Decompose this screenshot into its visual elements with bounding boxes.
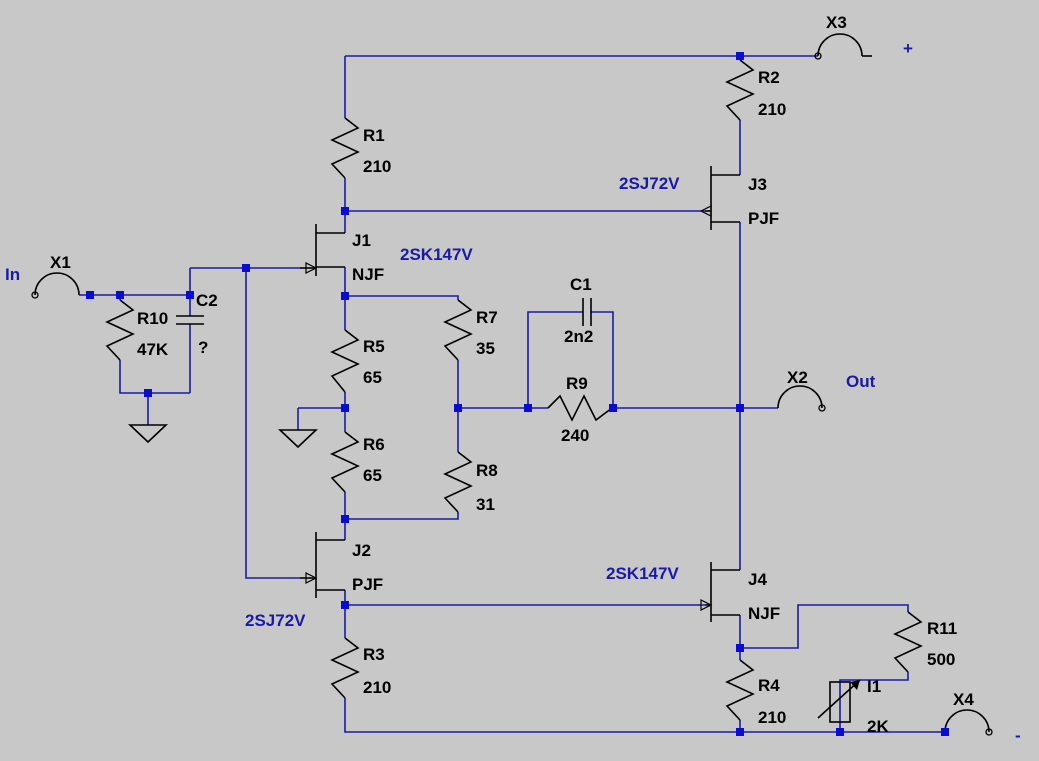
i1-ref-label: I1 (867, 677, 881, 696)
component-labels: R1 210 R2 210 R5 65 R6 65 R7 35 R8 31 R9… (137, 68, 957, 736)
r7-value-label: 35 (476, 339, 495, 358)
capacitors (176, 298, 592, 326)
resistor-r2-symbol (725, 59, 755, 121)
r2-value-label: 210 (758, 100, 786, 119)
ground-symbol-mid (277, 429, 319, 449)
resistor-r4-symbol (725, 659, 755, 721)
jfet-j4-symbol (700, 562, 740, 622)
r9-value-label: 240 (561, 426, 589, 445)
resistor-r6-symbol (330, 431, 360, 493)
j3-type-label: PJF (748, 209, 779, 228)
resistors (105, 59, 923, 721)
r1-value-label: 210 (363, 157, 391, 176)
port-labels: X1 In X2 Out X3 + X4 - (5, 13, 1021, 745)
r3-ref-label: R3 (363, 645, 385, 664)
current-source-i1-symbol (817, 679, 861, 723)
r6-ref-label: R6 (363, 435, 385, 454)
ground-symbol-input (127, 424, 169, 444)
r9-ref-label: R9 (566, 374, 588, 393)
r8-value-label: 31 (476, 495, 495, 514)
port-x2-symbol[interactable] (777, 385, 826, 412)
r11-value-label: 500 (927, 650, 955, 669)
resistor-r1-symbol (330, 117, 360, 179)
c1-ref-label: C1 (570, 275, 592, 294)
jfet-j2-symbol (300, 532, 345, 598)
r4-value-label: 210 (758, 708, 786, 727)
resistor-r5-symbol (330, 329, 360, 393)
j3-ref-label: J3 (748, 175, 767, 194)
x3-ref-label: X3 (826, 13, 847, 32)
jfet-j1-symbol (300, 224, 345, 276)
resistor-r9-symbol (547, 394, 613, 422)
resistor-r10-symbol (105, 299, 135, 361)
x2-port-label: Out (846, 372, 876, 391)
j4-type-label: NJF (748, 604, 780, 623)
r2-ref-label: R2 (758, 68, 780, 87)
j2-type-label: PJF (352, 575, 383, 594)
j1-type-label: NJF (352, 265, 384, 284)
resistor-r8-symbol (443, 451, 473, 513)
resistor-r11-symbol (893, 611, 923, 673)
x4-ref-label: X4 (953, 690, 974, 709)
i1-value-label: 2K (867, 717, 889, 736)
resistor-r3-symbol (330, 637, 360, 699)
r1-ref-label: R1 (363, 126, 385, 145)
x3-port-label: + (903, 39, 913, 58)
r5-ref-label: R5 (363, 337, 385, 356)
j2-ref-label: J2 (352, 541, 371, 560)
r10-ref-label: R10 (137, 309, 168, 328)
x1-ref-label: X1 (50, 253, 71, 272)
x1-port-label: In (5, 265, 20, 284)
j1-ref-label: J1 (352, 231, 371, 250)
x4-port-label: - (1015, 726, 1021, 745)
r8-ref-label: R8 (476, 461, 498, 480)
wires (82, 55, 945, 733)
r5-value-label: 65 (363, 368, 382, 387)
j4-ref-label: J4 (748, 570, 767, 589)
port-x4-symbol[interactable] (944, 709, 993, 736)
resistor-r7-symbol (443, 299, 473, 361)
r7-ref-label: R7 (476, 308, 498, 327)
r11-ref-label: R11 (927, 619, 957, 638)
c1-value-label: 2n2 (564, 327, 593, 346)
r6-value-label: 65 (363, 466, 382, 485)
c2-ref-label: C2 (196, 291, 218, 310)
r3-value-label: 210 (363, 678, 391, 697)
j3-model-label: 2SJ72V (619, 174, 680, 193)
junction-dots (86, 52, 949, 736)
port-x1-symbol[interactable] (31, 272, 82, 299)
capacitor-c1-symbol (582, 298, 592, 326)
j4-model-label: 2SK147V (606, 564, 679, 583)
r10-value-label: 47K (137, 340, 169, 359)
j2-model-label: 2SJ72V (245, 611, 306, 630)
x2-ref-label: X2 (787, 368, 808, 387)
jfet-j3-symbol (699, 166, 740, 230)
r4-ref-label: R4 (758, 676, 780, 695)
c2-value-label: ? (198, 338, 208, 357)
capacitor-c2-symbol (176, 315, 204, 325)
j1-model-label: 2SK147V (400, 245, 473, 264)
port-x3-symbol[interactable] (814, 33, 872, 60)
